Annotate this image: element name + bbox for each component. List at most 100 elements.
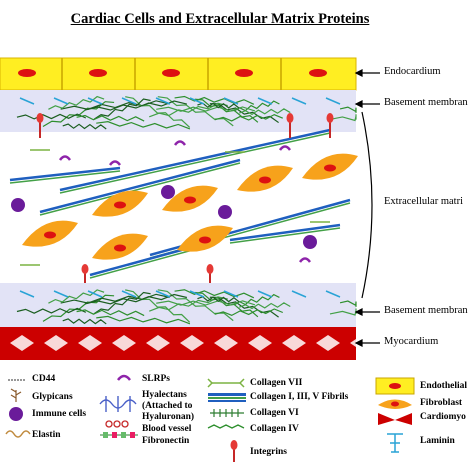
collagen-vii-icon: [207, 378, 245, 388]
laminin-mark: [121, 290, 137, 298]
collagen-iv-strand: [339, 300, 357, 307]
collagen-iv-strand: [233, 100, 280, 112]
legend-integrins: Integrins: [250, 447, 287, 457]
myocyte-gap: [112, 335, 136, 351]
slrp: [278, 145, 292, 151]
collagen-iv-strand: [62, 123, 107, 130]
laminin-mark: [291, 97, 307, 105]
glypican-icon: [10, 388, 22, 402]
legend-slrps: SLRPs: [142, 374, 170, 384]
legend-fibronectin: Fibronectin: [142, 436, 190, 446]
immune-cell-icon: [9, 407, 23, 421]
legend-immune-cells: Immune cells: [32, 409, 87, 419]
collagen-iv-strand: [156, 300, 256, 306]
label-basement-membrane-bottom: Basement membran: [384, 305, 468, 316]
layer-arrows: [354, 69, 380, 347]
legend-elastin: Elastin: [32, 430, 61, 440]
legend-cardiomyocyte: Cardiomyo: [420, 412, 466, 422]
collagen-iv-strand: [48, 95, 105, 110]
collagen-fibril: [39, 158, 241, 214]
collagen-fibril-stripe: [89, 247, 201, 279]
collagen-iv-strand: [125, 289, 191, 323]
laminin-icon: [387, 433, 403, 453]
myocyte-gap: [78, 335, 102, 351]
collagen-iv-strand: [174, 95, 255, 105]
collagen-iv-strand: [96, 315, 191, 325]
slrp: [58, 155, 72, 161]
laminin-mark: [155, 97, 171, 105]
collagen-vi-icon: [210, 409, 244, 417]
legend-icons: [5, 374, 415, 462]
legend-endothelial: Endothelial: [420, 381, 467, 391]
slrp: [173, 140, 187, 146]
legend-collagen-vii: Collagen VII: [250, 378, 303, 388]
collagen-iv-strand: [60, 293, 170, 304]
basement-membrane-top: [0, 90, 357, 132]
laminin-mark: [53, 97, 69, 105]
collagen-fibril: [9, 166, 121, 182]
collagen-iv-strand: [194, 291, 259, 318]
myocyte-gap: [10, 335, 34, 351]
matrix-components: [11, 113, 334, 289]
laminin-mark: [155, 290, 171, 298]
slrp: [298, 257, 312, 263]
laminin-mark: [53, 290, 69, 298]
myocardium-layer: [0, 327, 374, 360]
collagen-fibril: [59, 128, 331, 192]
legend-collagen-iv: Collagen IV: [250, 424, 299, 434]
ecm-bracket: [361, 111, 373, 299]
cardiomyocyte-junctions: [10, 335, 374, 351]
laminin-mark: [257, 97, 273, 105]
legend-blood-vessel: Blood vessel: [142, 424, 192, 434]
integrin-head: [36, 113, 44, 123]
collagen-iv-strand: [76, 309, 145, 317]
fibronectin-icon: [100, 432, 138, 438]
collagen-iv-strand: [329, 114, 357, 122]
laminin-mark: [223, 290, 239, 298]
fibroblast-cells: [22, 153, 358, 260]
integrin-icon: [230, 440, 238, 462]
collagen-iv-icon: [207, 424, 245, 429]
laminin-mark: [121, 97, 137, 105]
blood-vessel-icon: [105, 420, 129, 428]
fibroblast-icon: [378, 399, 412, 409]
myocyte-gap: [316, 335, 340, 351]
fibroblast-nucleus: [184, 196, 196, 204]
integrin-head: [81, 264, 89, 274]
collagen-iv-strand: [197, 296, 240, 303]
fibroblast-nucleus: [44, 231, 56, 239]
slrp-icon: [117, 374, 131, 381]
laminin-mark: [19, 97, 35, 105]
collagen-iv-strand: [214, 113, 284, 122]
laminin-mark: [87, 290, 103, 298]
legend-hyalectans: Hyalectans: [142, 390, 187, 400]
fibroblast-nucleus: [114, 201, 126, 209]
laminin-mark: [189, 97, 205, 105]
immune-cell: [161, 185, 175, 199]
extracellular-matrix-region: [9, 113, 358, 289]
collagen-iv-strand: [62, 318, 107, 325]
figure-title: Cardiac Cells and Extracellular Matrix P…: [70, 11, 370, 27]
legend-fibroblast: Fibroblast: [420, 398, 463, 408]
myocyte-gap: [44, 335, 68, 351]
endothelial-icon: [375, 377, 415, 395]
collagen-fibril-stripe: [39, 162, 241, 216]
legend-cd44: CD44: [32, 374, 56, 384]
fibroblast-nucleus: [199, 236, 211, 244]
label-endocardium: Endocardium: [384, 66, 441, 77]
myocyte-gap: [282, 335, 306, 351]
immune-cell: [303, 235, 317, 249]
legend-hyalectans-note-1: (Attached to: [142, 401, 193, 411]
laminin-mark: [325, 290, 341, 298]
collagen-fibril-stripe: [9, 170, 121, 184]
myocyte-gap: [146, 335, 170, 351]
legend-hyalectans-note-2: Hyaluronan): [142, 412, 195, 422]
collagen-iv-network-bottom: [16, 289, 357, 325]
collagen-iv-strand: [194, 98, 259, 123]
collagen-iv-strand: [76, 114, 145, 122]
myocyte-gap: [214, 335, 238, 351]
hyalectan-icon: [99, 396, 137, 412]
label-basement-membrane-top: Basement membran: [384, 97, 468, 108]
collagen-iv-strand: [197, 102, 240, 109]
